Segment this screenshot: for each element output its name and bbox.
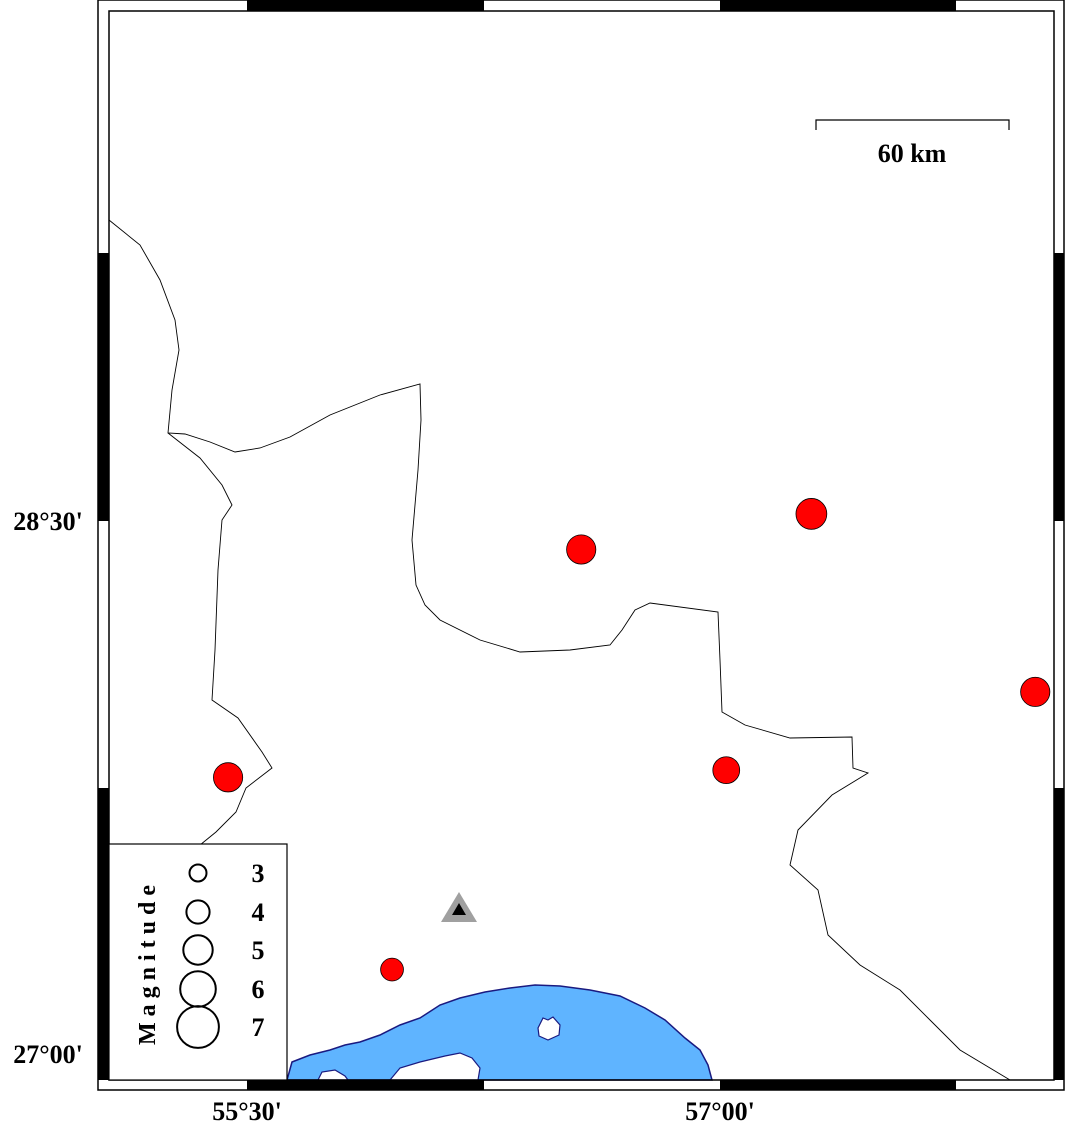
earthquake-marker [795,498,828,530]
province-borders [108,219,1011,1081]
map-frame [97,0,1065,1091]
legend-label: 4 [252,898,265,927]
legend-circle [188,863,208,883]
x-tick-label: 55°30' [212,1097,282,1126]
legend-label: 3 [252,859,265,888]
legend-label: 6 [252,975,265,1004]
x-tick-label: 57°00' [685,1097,755,1126]
legend-label: 7 [252,1013,265,1042]
magnitude-legend: Magnitude 3 4 5 6 7 [108,843,288,1081]
legend-label: 5 [252,936,265,965]
y-tick-label: 27°00' [13,1040,83,1069]
earthquake-marker [566,534,597,565]
legend-circle [185,899,211,925]
station-triangle-icon [441,892,477,922]
earthquake-marker [380,957,404,982]
legend-circle [176,1005,220,1049]
persian-gulf [286,984,713,1081]
y-tick-label: 28°30' [13,507,83,536]
scale-bar-label: 60 km [878,139,947,168]
earthquake-marker [712,756,741,785]
legend-circle [182,934,214,966]
earthquake-marker [213,762,244,793]
earthquake-events [213,498,1051,982]
earthquake-marker [1020,676,1051,707]
scale-bar: 60 km [815,119,1010,168]
legend-title: Magnitude [135,879,161,1045]
